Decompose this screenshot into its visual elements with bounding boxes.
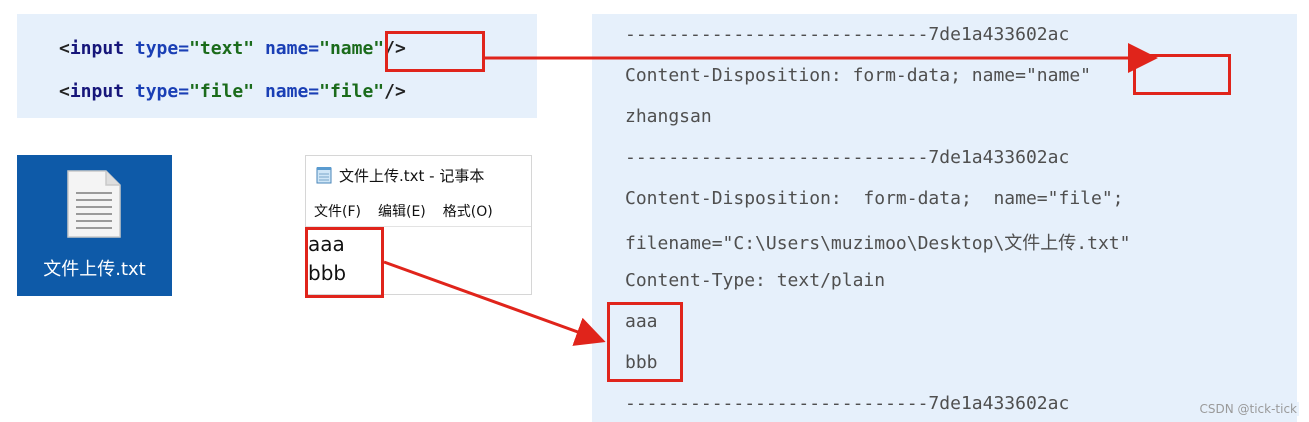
- http-request-body-panel: ----------------------------7de1a433602a…: [592, 14, 1297, 422]
- code-tag: input: [69, 38, 125, 59]
- menu-file[interactable]: 文件(F): [314, 204, 361, 220]
- code-val-type: "file": [189, 81, 255, 102]
- notepad-line: aaa: [308, 232, 345, 256]
- code-lt: <: [59, 81, 70, 102]
- desktop-file-item[interactable]: 文件上传.txt: [17, 155, 172, 296]
- code-line-text-input: <input type="text" name="name"/>: [59, 38, 406, 59]
- filename-line: filename="C:\Users\muzimoo\Desktop\文件上传.…: [625, 233, 1131, 254]
- code-tag: input: [69, 81, 125, 102]
- code-val-type: "text": [189, 38, 255, 59]
- notepad-menu-bar: 文件(F) 编辑(E) 格式(O): [314, 201, 493, 221]
- code-val-name: "file": [319, 81, 385, 102]
- boundary-line: ----------------------------7de1a433602a…: [625, 147, 1070, 168]
- code-line-file-input: <input type="file" name="file"/>: [59, 81, 406, 102]
- highlight-notepad-content: [305, 227, 384, 298]
- code-val-name: "name": [319, 38, 385, 59]
- code-lt: <: [59, 38, 70, 59]
- code-attr-type: type=: [134, 38, 190, 59]
- notepad-text-area[interactable]: aaa bbb: [308, 230, 346, 288]
- notepad-icon: [316, 167, 332, 184]
- form-value-line: zhangsan: [625, 106, 712, 127]
- boundary-line: ----------------------------7de1a433602a…: [625, 393, 1070, 414]
- code-attr-name: name=: [264, 81, 320, 102]
- content-type-line: Content-Type: text/plain: [625, 270, 886, 291]
- code-end: />: [384, 38, 406, 59]
- highlight-body-content: [607, 302, 683, 382]
- text-file-icon: [67, 170, 121, 238]
- desktop-file-label: 文件上传.txt: [43, 259, 146, 280]
- boundary-line: ----------------------------7de1a433602a…: [625, 24, 1070, 45]
- content-disposition-file: Content-Disposition: form-data; name="fi…: [625, 188, 1124, 209]
- notepad-window: 文件上传.txt - 记事本 文件(F) 编辑(E) 格式(O) aaa bbb: [305, 155, 532, 295]
- code-attr-type: type=: [134, 81, 190, 102]
- notepad-divider: [306, 226, 531, 227]
- watermark: CSDN @tick-tick: [1197, 402, 1299, 416]
- notepad-title-bar: 文件上传.txt - 记事本: [316, 163, 484, 187]
- file-content-line: aaa: [625, 311, 658, 332]
- arrow-content-mapping: [383, 260, 606, 346]
- notepad-line: bbb: [308, 261, 347, 285]
- menu-format[interactable]: 格式(O): [442, 204, 493, 220]
- highlight-body-name: [1133, 54, 1231, 95]
- highlight-name-value: [385, 31, 485, 72]
- code-end: />: [384, 81, 406, 102]
- code-attr-name: name=: [264, 38, 320, 59]
- file-content-line: bbb: [625, 352, 658, 373]
- notepad-title: 文件上传.txt - 记事本: [339, 166, 485, 185]
- content-disposition-name: Content-Disposition: form-data; name="na…: [625, 65, 1091, 86]
- menu-edit[interactable]: 编辑(E): [377, 204, 426, 220]
